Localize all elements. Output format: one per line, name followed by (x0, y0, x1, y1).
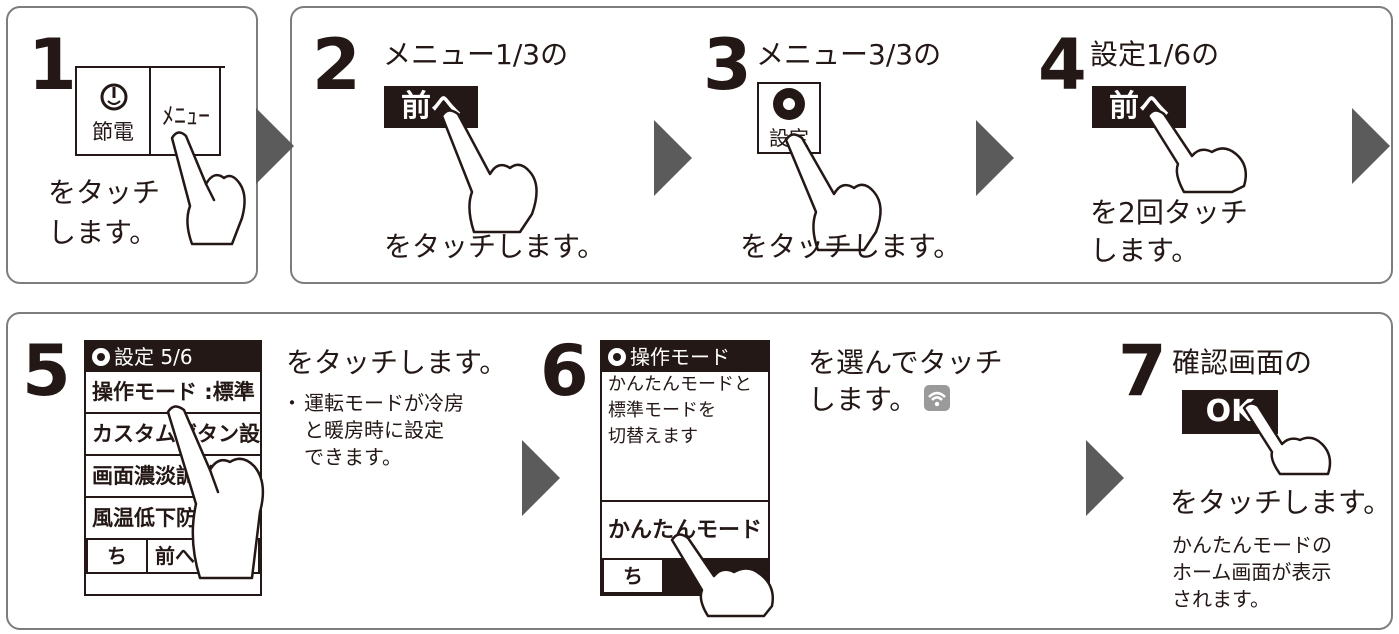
next-arrow-icon (256, 108, 294, 184)
setsuden-button[interactable]: 節電 (77, 68, 149, 154)
gear-icon (608, 348, 626, 366)
step6-option-easy-mode[interactable]: かんたんモード (608, 518, 763, 543)
step5-row-wind-temp[interactable]: 風温低下防止 (86, 496, 260, 538)
step3-settings-button[interactable]: 設定 (757, 82, 821, 154)
step5-row-operation-mode[interactable]: 操作モード :標準 (92, 380, 255, 404)
step6-caption-1: を選んでタッチ (808, 346, 1003, 379)
menu-label: ﾒﾆｭｰ (162, 102, 210, 130)
step5-settings-screen: 設定 5/6 操作モード :標準 カスタムボタン設定 画面濃淡調整 風温低下防止… (84, 340, 262, 596)
step7-heading: 確認画面の (1172, 346, 1313, 379)
next-arrow-icon (1352, 108, 1390, 184)
step4-heading: 設定1/6の (1090, 38, 1220, 71)
step7-note-1: かんたんモードの (1172, 533, 1332, 557)
step6-caption-2: します。 (808, 383, 918, 416)
next-button[interactable]: 次へ (204, 540, 258, 572)
step6-desc-2: 標準モードを (608, 400, 716, 421)
step5-number: 5 (22, 330, 71, 412)
step2-heading: メニュー1/3の (383, 38, 569, 71)
next-arrow-icon (976, 120, 1014, 196)
step5-screen-title: 設定 5/6 (114, 345, 193, 369)
step5-note-3: できます。 (304, 445, 402, 469)
step7-note-3: されます。 (1172, 587, 1270, 611)
next-arrow-icon (1086, 440, 1124, 516)
step6-desc-3: 切替えます (608, 426, 698, 447)
step5-note-1: 運転モードが冷房 (304, 391, 464, 415)
step4-number: 4 (1038, 24, 1087, 106)
step3-settings-label: 設定 (769, 126, 809, 150)
step5-note-2: と暖房時に設定 (304, 418, 444, 442)
step6-screen-title: 操作モード (630, 345, 730, 369)
menu-button[interactable]: ﾒﾆｭｰ (151, 68, 221, 154)
step6-number: 6 (540, 330, 589, 412)
step1-caption-2: します。 (48, 216, 158, 249)
next-arrow-icon (522, 440, 560, 516)
step5-row-custom-button[interactable]: カスタムボタン設定 (86, 412, 260, 454)
step3-heading: メニュー3/3の (756, 38, 942, 71)
step5-caption: をタッチします。 (286, 346, 508, 379)
step3-number: 3 (703, 24, 752, 106)
step2-number: 2 (312, 24, 361, 106)
step1-remote-buttons: 節電 ﾒﾆｭｰ (75, 66, 225, 156)
step4-caption-2: します。 (1090, 234, 1200, 267)
power-saving-icon (100, 83, 128, 111)
wifi-icon (924, 385, 950, 411)
step2-caption: をタッチします。 (384, 230, 606, 263)
step6-mode-screen: 操作モード かんたんモードと 標準モードを 切替えます かんたんモード ち (600, 340, 770, 596)
step6-desc-1: かんたんモードと (608, 374, 752, 395)
gear-icon (773, 88, 805, 120)
back-button[interactable]: ち (88, 540, 146, 572)
prev-button[interactable]: 前へ (148, 540, 202, 572)
next-arrow-icon (654, 120, 692, 196)
step7-number: 7 (1118, 330, 1167, 412)
step3-caption: をタッチします。 (740, 230, 962, 263)
step4-prev-button[interactable]: 前へ (1092, 86, 1186, 128)
step4-caption-1: を2回タッチ (1090, 196, 1248, 229)
step7-ok-button[interactable]: OK (1182, 390, 1278, 434)
step7-caption: をタッチします。 (1170, 486, 1392, 519)
back-button[interactable]: ち (604, 560, 662, 592)
step5-note-bullet: ・ (282, 391, 302, 415)
gear-icon (92, 348, 110, 366)
step5-row-brightness[interactable]: 画面濃淡調整 (86, 454, 260, 496)
step1-caption-1: をタッチ (48, 176, 161, 209)
setsuden-label: 節電 (92, 120, 134, 144)
step1-number: 1 (28, 24, 77, 106)
step2-prev-button[interactable]: 前へ (384, 86, 478, 128)
step7-note-2: ホーム画面が表示 (1172, 560, 1332, 584)
